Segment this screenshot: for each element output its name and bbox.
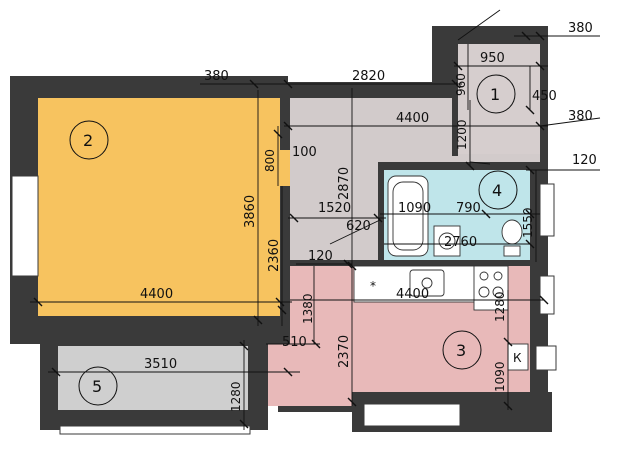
dim-380-top-right: 380 (568, 21, 593, 36)
dim-4400-kitchen: 4400 (396, 287, 429, 302)
washing-machine (433, 225, 461, 257)
dim-450: 450 (532, 89, 557, 104)
dimension-lines (30, 31, 601, 430)
room-labels: 2 1 4 3 5 (69, 74, 518, 406)
stove (473, 265, 509, 311)
k-label: К (513, 351, 522, 365)
window-bottom-kitchen (363, 403, 461, 427)
dim-2760: 2760 (444, 235, 477, 250)
room-2-fill (38, 98, 280, 316)
dim-120-right: 120 (572, 153, 597, 168)
dim-2870: 2870 (337, 167, 352, 200)
dim-2820: 2820 (352, 69, 385, 84)
dim-1380: 1380 (301, 293, 315, 324)
stove-mark: * (370, 279, 376, 293)
dim-4400-top: 4400 (396, 111, 429, 126)
dim-800: 800 (263, 149, 277, 172)
dim-380-mid-right: 380 (568, 109, 593, 124)
dim-620: 620 (346, 219, 371, 234)
windows (11, 175, 557, 435)
dim-960: 960 (454, 73, 468, 96)
room-1-number: 1 (490, 85, 500, 104)
dim-1280-balcony: 1280 (229, 381, 243, 412)
window-left (11, 175, 39, 277)
room-2-number: 2 (83, 131, 93, 150)
dim-1520: 1520 (318, 201, 351, 216)
dim-1550: 1550 (521, 207, 535, 238)
dim-1200: 1200 (455, 119, 469, 150)
dim-3860: 3860 (243, 195, 258, 228)
hall-fill-lower (290, 160, 378, 266)
dimension-texts: 380 950 960 450 380 2820 4400 380 1200 1… (140, 21, 597, 412)
room-5-fill (58, 346, 248, 410)
dim-1280-right: 1280 (493, 291, 507, 322)
room-1-fill (458, 44, 540, 154)
dim-3510: 3510 (144, 357, 177, 372)
room-3-number: 3 (456, 341, 466, 360)
dim-790: 790 (456, 201, 481, 216)
toilet (501, 219, 523, 245)
window-right-bath (539, 183, 555, 237)
dim-380-top-left: 380 (204, 69, 229, 84)
window-right-kitchen (539, 275, 555, 315)
dim-2370: 2370 (337, 335, 352, 368)
window-right-lower (535, 345, 557, 371)
dim-950: 950 (480, 51, 505, 66)
dim-2360: 2360 (267, 239, 282, 272)
dim-4400-left: 4400 (140, 287, 173, 302)
dim-1090-bath: 1090 (398, 201, 431, 216)
dim-1090-right: 1090 (493, 361, 507, 392)
room-5-number: 5 (92, 377, 102, 396)
dim-100: 100 (292, 145, 317, 160)
room-4-number: 4 (492, 181, 502, 200)
dim-510: 510 (282, 335, 307, 350)
fixtures: К * (353, 9, 590, 371)
window-balcony-bottom (59, 425, 251, 435)
dim-120-mid: 120 (308, 249, 333, 264)
